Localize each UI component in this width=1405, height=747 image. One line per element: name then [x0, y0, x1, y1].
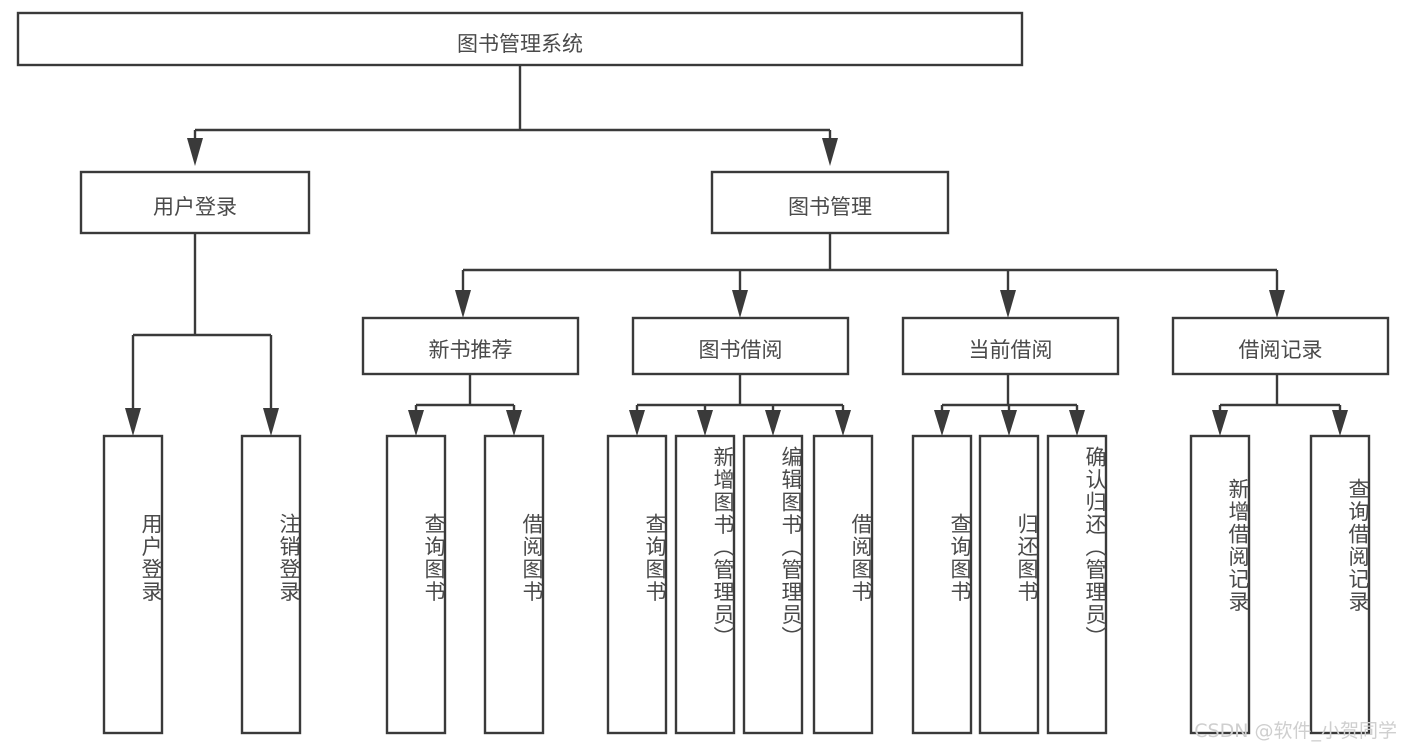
node-box-book-borrow[interactable]: [631, 316, 850, 376]
arrow-head-c3: [1069, 410, 1085, 436]
connector-user-login-to-leaves: [125, 233, 279, 436]
arrow-head-leaf-u1: [125, 408, 141, 436]
arrow-head-user-login: [187, 138, 203, 166]
node-box-book-manage[interactable]: [710, 170, 950, 235]
connector-book-borrow-to-leaves: [629, 374, 851, 436]
arrow-head-n1: [408, 410, 424, 436]
connector-root-to-level2: [187, 65, 838, 166]
arrow-head-l3-3: [1000, 290, 1016, 318]
arrow-head-b2: [697, 410, 713, 436]
connector-book-manage-to-level3: [455, 233, 1285, 318]
node-box-leaf-c2[interactable]: [978, 434, 1040, 735]
node-box-leaf-r1[interactable]: [1189, 434, 1251, 735]
node-box-leaf-b2[interactable]: [674, 434, 736, 735]
arrow-head-b1: [629, 410, 645, 436]
arrow-head-c2: [1001, 410, 1017, 436]
arrow-head-n2: [506, 410, 522, 436]
node-box-leaf-c1[interactable]: [911, 434, 973, 735]
arrow-head-l3-1: [455, 290, 471, 318]
node-box-borrow-record[interactable]: [1171, 316, 1390, 376]
node-box-current-borrow[interactable]: [901, 316, 1120, 376]
arrow-head-book-manage: [822, 138, 838, 166]
node-box-leaf-u2[interactable]: [240, 434, 302, 735]
node-box-leaf-n1[interactable]: [385, 434, 447, 735]
node-box-leaf-u1[interactable]: [102, 434, 164, 735]
node-box-leaf-b3[interactable]: [742, 434, 804, 735]
node-box-user-login[interactable]: [79, 170, 311, 235]
arrow-head-b3: [765, 410, 781, 436]
connector-current-borrow-to-leaves: [934, 374, 1085, 436]
node-box-leaf-c3[interactable]: [1046, 434, 1108, 735]
node-box-leaf-b1[interactable]: [606, 434, 668, 735]
watermark: CSDN @软件_小贺同学: [1194, 720, 1397, 742]
arrow-head-c1: [934, 410, 950, 436]
node-box-root[interactable]: [16, 11, 1024, 67]
arrow-head-r1: [1212, 410, 1228, 436]
node-box-leaf-r2[interactable]: [1309, 434, 1371, 735]
arrow-head-l3-4: [1269, 290, 1285, 318]
node-box-leaf-n2[interactable]: [483, 434, 545, 735]
connector-borrow-record-to-leaves: [1212, 374, 1348, 436]
arrow-head-leaf-u2: [263, 408, 279, 436]
arrow-head-r2: [1332, 410, 1348, 436]
node-box-leaf-b4[interactable]: [812, 434, 874, 735]
node-box-new-book-recommend[interactable]: [361, 316, 580, 376]
arrow-head-l3-2: [732, 290, 748, 318]
connector-new-book-to-leaves: [408, 374, 522, 436]
arrow-head-b4: [835, 410, 851, 436]
